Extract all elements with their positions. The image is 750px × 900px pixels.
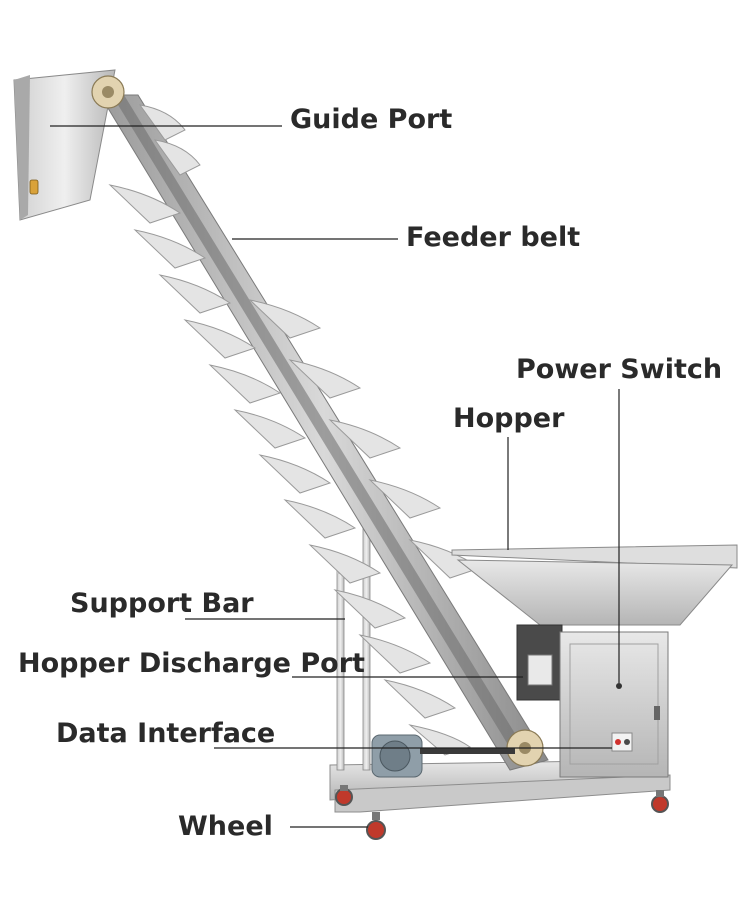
- leader-lines: [50, 125, 620, 828]
- hopper-discharge-port: [516, 624, 563, 701]
- wheels: [335, 785, 669, 840]
- hopper: [451, 544, 738, 626]
- label-power-switch: Power Switch: [516, 354, 723, 385]
- label-wheel: Wheel: [178, 811, 273, 842]
- label-support-bar: Support Bar: [70, 588, 254, 619]
- label-guide-port: Guide Port: [290, 104, 453, 135]
- label-hopper: Hopper: [453, 403, 565, 434]
- label-hopper-discharge-port: Hopper Discharge Port: [18, 648, 365, 679]
- control-cabinet: [559, 631, 669, 778]
- label-feeder-belt: Feeder belt: [406, 222, 581, 253]
- guide-port: [13, 69, 125, 221]
- feeder-belt: [99, 94, 549, 771]
- label-data-interface: Data Interface: [56, 718, 276, 749]
- conveyor-buckets: [108, 104, 482, 756]
